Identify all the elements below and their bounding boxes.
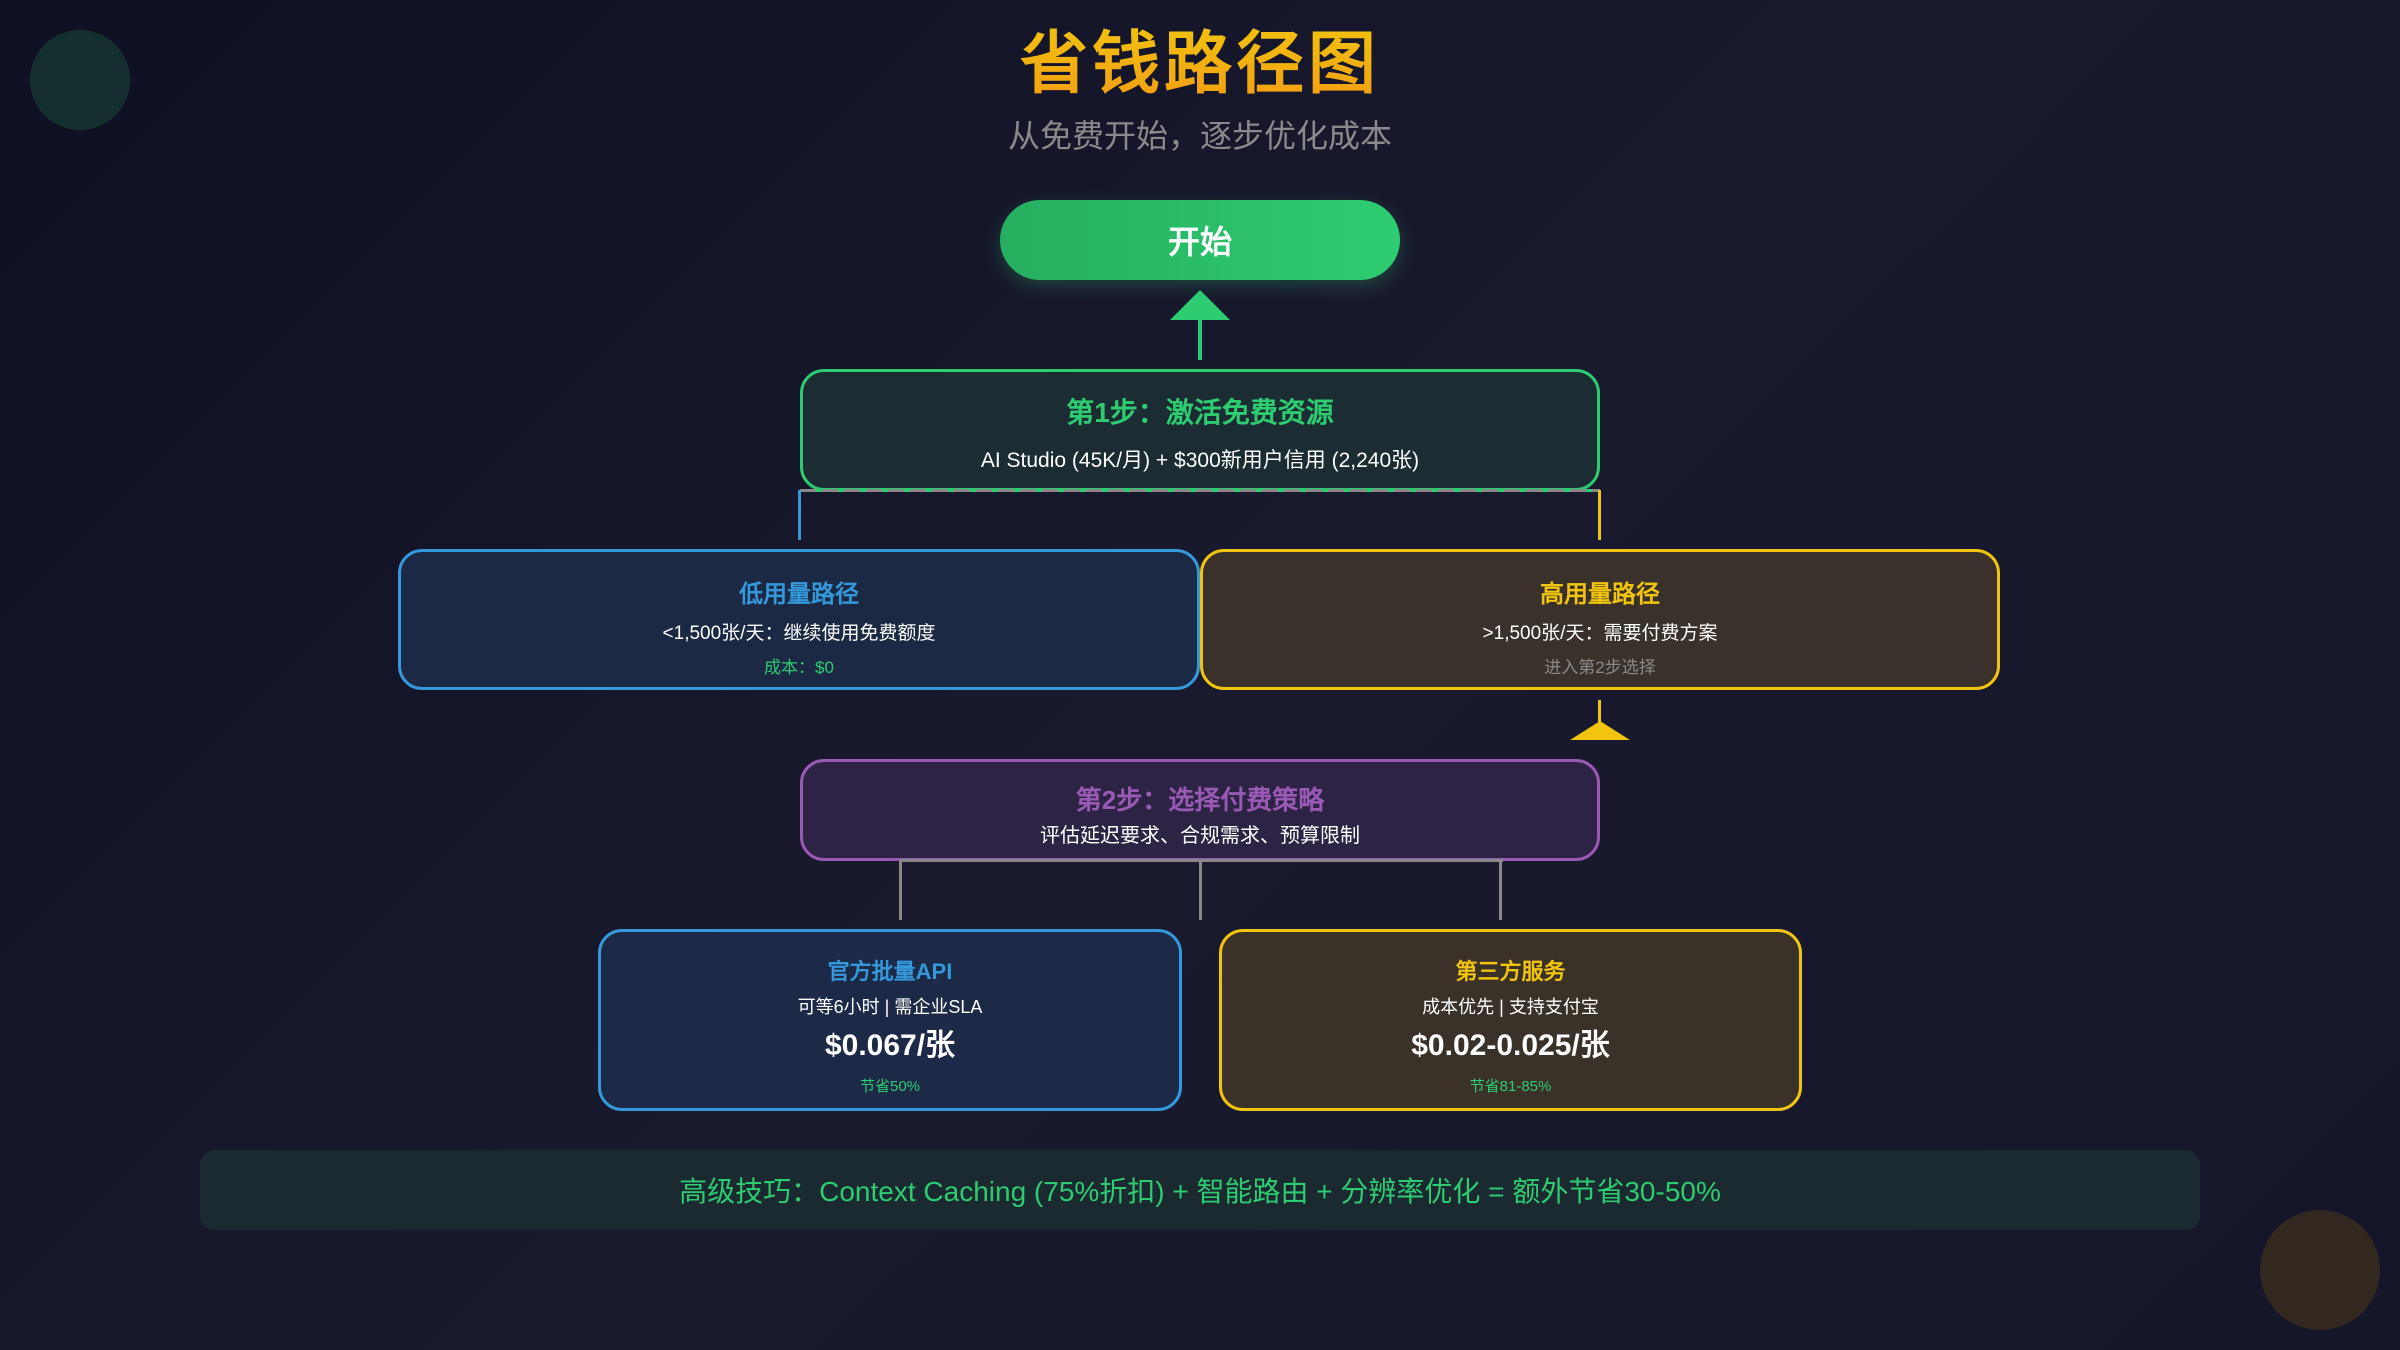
high-usage-path-card[interactable]: 高用量路径 >1,500张/天：需要付费方案 进入第2步选择 [1200, 549, 2000, 690]
high-path-title: 高用量路径 [1540, 581, 1660, 608]
page-title: 省钱路径图 [0, 22, 2400, 106]
decorative-circle-top-left [30, 30, 130, 130]
step1-card[interactable]: 第1步：激活免费资源 AI Studio (45K/月) + $300新用户信用… [800, 369, 1600, 491]
connector-step2-official [899, 860, 902, 920]
step2-card[interactable]: 第2步：选择付费策略 评估延迟要求、合规需求、预算限制 [800, 759, 1600, 861]
page-subtitle: 从免费开始，逐步优化成本 [1007, 118, 1392, 154]
decorative-circle-bottom-right [2260, 1210, 2380, 1330]
connector-step2-center [1199, 860, 1202, 920]
advanced-tips-text: 高级技巧：Context Caching (75%折扣) + 智能路由 + 分辨… [679, 1176, 1721, 1207]
third-party-description: 成本优先 | 支持支付宝 [1422, 997, 1599, 1017]
arrow-up-icon [1170, 290, 1230, 320]
step2-title: 第2步：选择付费策略 [1075, 785, 1325, 815]
connector-high-step2 [1598, 700, 1601, 722]
step1-title: 第1步：激活免费资源 [1066, 397, 1334, 428]
connector-step1-horizontal [800, 489, 1600, 492]
low-path-title: 低用量路径 [739, 581, 859, 608]
start-node[interactable]: 开始 [1000, 200, 1400, 280]
arrow-up-icon [1570, 721, 1630, 740]
official-batch-api-card[interactable]: 官方批量API 可等6小时 | 需企业SLA $0.067/张 节省50% [598, 929, 1182, 1111]
official-price: $0.067/张 [824, 1029, 956, 1062]
low-path-cost: 成本：$0 [764, 658, 834, 677]
high-path-description: >1,500张/天：需要付费方案 [1482, 623, 1718, 644]
official-savings: 节省50% [859, 1078, 921, 1095]
third-party-price: $0.02-0.025/张 [1411, 1029, 1610, 1062]
step2-description: 评估延迟要求、合规需求、预算限制 [1040, 825, 1360, 847]
step1-description: AI Studio (45K/月) + $300新用户信用 (2,240张) [980, 449, 1420, 472]
advanced-tips-banner: 高级技巧：Context Caching (75%折扣) + 智能路由 + 分辨… [200, 1150, 2200, 1230]
third-party-savings: 节省81-85% [1469, 1078, 1552, 1095]
connector-start-step1 [1198, 318, 1202, 360]
connector-step1-high [1598, 490, 1601, 540]
official-description: 可等6小时 | 需企业SLA [797, 997, 983, 1017]
connector-step2-third [1499, 860, 1502, 920]
low-usage-path-card[interactable]: 低用量路径 <1,500张/天：继续使用免费额度 成本：$0 [398, 549, 1200, 690]
official-title: 官方批量API [827, 959, 953, 984]
connector-step1-low [798, 490, 801, 540]
third-party-service-card[interactable]: 第三方服务 成本优先 | 支持支付宝 $0.02-0.025/张 节省81-85… [1219, 929, 1802, 1111]
low-path-description: <1,500张/天：继续使用免费额度 [662, 623, 936, 644]
high-path-note: 进入第2步选择 [1544, 658, 1656, 677]
third-party-title: 第三方服务 [1455, 959, 1566, 984]
